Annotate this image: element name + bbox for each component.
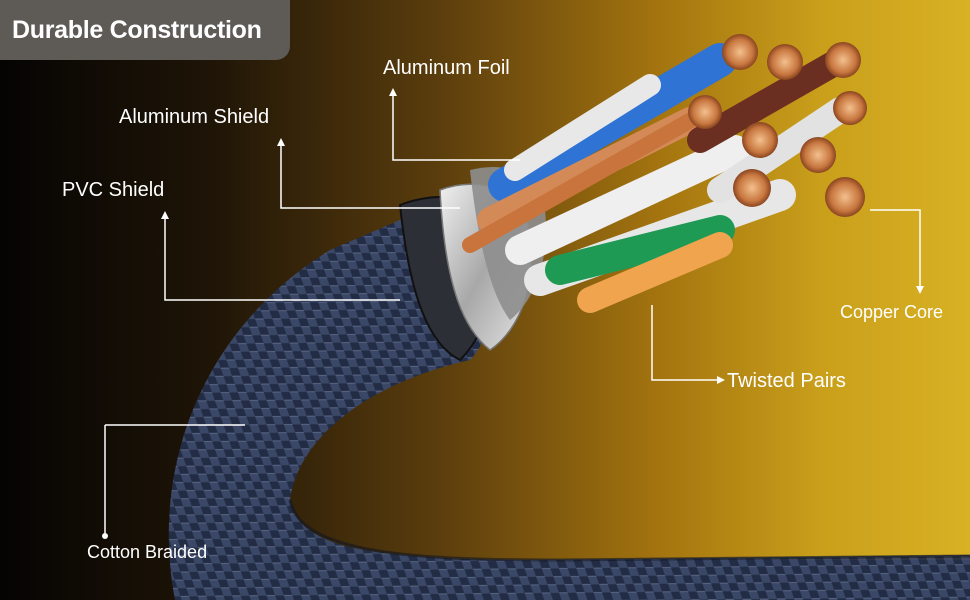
page-title: Durable Construction [12, 15, 262, 44]
label-copper-core: Copper Core [840, 302, 944, 322]
label-aluminum-shield: Aluminum Shield [119, 106, 270, 128]
label-cotton-braided: Cotton Braided [87, 542, 208, 562]
label-aluminum-foil: Aluminum Foil [383, 57, 510, 79]
title-banner: Durable Construction [0, 0, 290, 60]
twisted-pair-wires [477, 43, 853, 313]
callout-arrowheads [102, 88, 924, 539]
callout-lines [104, 92, 921, 535]
braided-cable-body [168, 190, 970, 600]
copper-core-ends [462, 34, 867, 253]
braided-cable-loop [230, 470, 970, 600]
label-twisted-pairs: Twisted Pairs [727, 370, 846, 392]
label-pvc-shield: PVC Shield [62, 179, 165, 201]
